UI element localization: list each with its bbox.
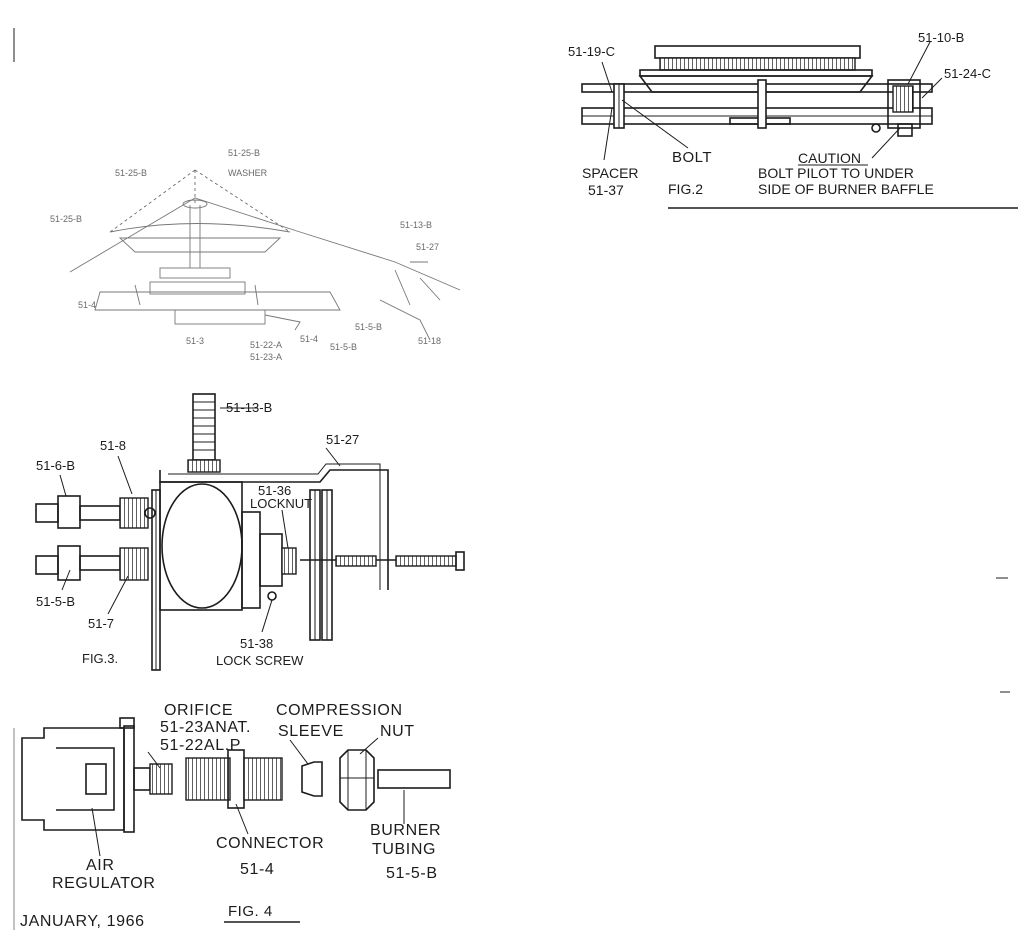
fig4-label-tubing-part: 51-5-B — [386, 865, 438, 882]
fig4-label-orifice-nat: 51-23ANAT. — [160, 719, 251, 736]
fig1-label: 51-23-A — [250, 352, 282, 362]
fig4-label-orifice-lp: 51-22AL.P — [160, 737, 241, 754]
fig2-note-line1: BOLT PILOT TO UNDER — [758, 165, 914, 181]
fig2-label-pilot: 51-10-B — [918, 30, 964, 45]
fig1-label: 51-27 — [416, 242, 439, 252]
fig3-pilot-burner: 51-13-B 51-8 51-27 51-6-B 51-36 LOCKNUT … — [35, 393, 465, 671]
fig2-note-line2: SIDE OF BURNER BAFFLE — [758, 181, 934, 197]
fig3-label-locknut-part: 51-36 — [258, 483, 291, 498]
fig3-caption: FIG.3. — [82, 651, 118, 666]
fig2-caption: FIG.2 — [668, 181, 703, 197]
fig3-label-fitting: 51-8 — [100, 438, 126, 453]
fig1-label: 51-3 — [186, 336, 204, 346]
fig4-label-regulator: REGULATOR — [52, 875, 156, 892]
fig3-label-bracket: 51-27 — [326, 432, 359, 447]
fig4-orifice-assembly: ORIFICE 51-23ANAT. 51-22AL.P COMPRESSION… — [21, 702, 451, 923]
fig4-caption: FIG. 4 — [228, 903, 273, 920]
fig1-burner-assembly: 51-25-B 51-25-B WASHER 51-25-B 51-13-B 5… — [50, 148, 461, 362]
fig1-label: 51-25-B — [50, 214, 82, 224]
fig1-label: 51-18 — [418, 336, 441, 346]
fig1-label: 51-5-B — [355, 322, 382, 332]
fig3-label-tube-bottom: 51-5-B — [36, 594, 75, 609]
fig3-label-locknut: LOCKNUT — [250, 496, 312, 511]
fig2-label-spacer-part: 51-37 — [588, 182, 624, 198]
fig4-label-burner: BURNER — [370, 822, 441, 839]
fig1-label: WASHER — [228, 168, 268, 178]
fig4-label-orifice: ORIFICE — [164, 702, 233, 719]
footer-date: JANUARY, 1966 — [20, 913, 145, 930]
fig1-label: 51-4 — [78, 300, 96, 310]
fig3-label-thermocouple: 51-13-B — [226, 400, 272, 415]
fig2-label-bracket: 51-19-C — [568, 44, 615, 59]
fig4-label-connector-part: 51-4 — [240, 861, 274, 878]
fig4-label-tubing: TUBING — [372, 841, 436, 858]
fig1-label: 51-13-B — [400, 220, 432, 230]
fig1-label: 51-22-A — [250, 340, 282, 350]
fig4-label-nut: NUT — [380, 723, 415, 740]
fig1-label: 51-4 — [300, 334, 318, 344]
fig2-label-bolt: BOLT — [672, 149, 712, 166]
fig1-label: 51-5-B — [330, 342, 357, 352]
fig2-pilot-mounting: 51-19-C 51-10-B 51-24-C SPACER 51-37 BOL… — [568, 30, 1018, 209]
fig2-label-baffle: 51-24-C — [944, 66, 991, 81]
fig1-label: 51-25-B — [228, 148, 260, 158]
fig1-label: 51-25-B — [115, 168, 147, 178]
fig4-label-sleeve: SLEEVE — [278, 723, 344, 740]
fig3-label-tube-top: 51-6-B — [36, 458, 75, 473]
fig2-label-spacer: SPACER — [582, 165, 639, 181]
fig3-label-lock-screw: LOCK SCREW — [216, 653, 304, 668]
fig2-caution: CAUTION — [798, 150, 861, 166]
fig3-label-lock-screw-part: 51-38 — [240, 636, 273, 651]
fig3-label-nut-bottom: 51-7 — [88, 616, 114, 631]
fig4-label-air: AIR — [86, 857, 114, 874]
fig4-label-connector: CONNECTOR — [216, 835, 324, 852]
fig4-label-compression: COMPRESSION — [276, 702, 403, 719]
